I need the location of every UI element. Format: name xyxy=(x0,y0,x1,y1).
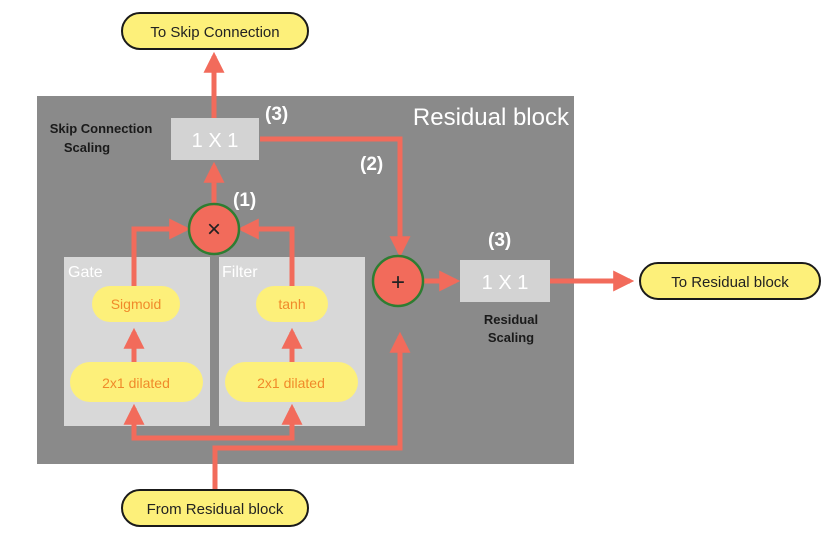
filter-dilated-conv xyxy=(225,362,358,402)
input-to-filter-conv-arrow xyxy=(215,403,303,441)
skip-conv-1x1-label: 1 X 1 xyxy=(192,130,239,152)
step-1-marker: (1) xyxy=(233,190,256,211)
skip-scaling-caption-line1: Skip Connection xyxy=(50,121,153,136)
residual-block-output xyxy=(639,262,821,300)
residual-conv-1x1-label: 1 X 1 xyxy=(482,272,529,294)
skip-conv-1x1 xyxy=(171,118,259,160)
add-symbol: + xyxy=(391,269,405,296)
step-3-residual-marker: (3) xyxy=(488,230,511,251)
skip-conv-to-add-arrow xyxy=(260,136,411,258)
residual-block-input-label: From Residual block xyxy=(147,501,284,518)
tanh-activation-label: tanh xyxy=(278,296,305,312)
residual-block-output-label: To Residual block xyxy=(671,274,789,291)
tanh-to-multiply-arrow xyxy=(237,218,295,286)
sigmoid-to-multiply-arrow xyxy=(131,218,191,286)
multiply-symbol: × xyxy=(207,216,221,243)
residual-block-title: Residual block xyxy=(413,104,570,131)
step-2-marker: (2) xyxy=(360,154,383,175)
sigmoid-activation xyxy=(92,286,180,322)
step-3-skip-marker: (3) xyxy=(265,104,288,125)
residual-scaling-caption-line2: Scaling xyxy=(488,330,534,345)
gate-dilated-conv xyxy=(70,362,203,402)
add-node xyxy=(371,254,425,308)
connectors xyxy=(123,51,635,490)
residual-scaling-caption-line1: Residual xyxy=(484,312,538,327)
multiply-node xyxy=(187,202,241,256)
skip-scaling-caption-line2: Scaling xyxy=(64,140,110,155)
skip-connection-output xyxy=(121,12,309,50)
skip-connection-output-label: To Skip Connection xyxy=(150,24,279,41)
gate-dilated-conv-label: 2x1 dilated xyxy=(102,375,170,391)
sigmoid-activation-label: Sigmoid xyxy=(111,296,162,312)
residual-conv-1x1 xyxy=(460,260,550,302)
input-trunk-line xyxy=(212,331,411,490)
gate-panel-title: Gate xyxy=(68,264,103,281)
input-to-gate-conv-arrow xyxy=(123,403,215,441)
residual-block-input xyxy=(121,489,309,527)
filter-panel-title: Filter xyxy=(222,264,258,281)
filter-dilated-conv-label: 2x1 dilated xyxy=(257,375,325,391)
tanh-activation xyxy=(256,286,328,322)
